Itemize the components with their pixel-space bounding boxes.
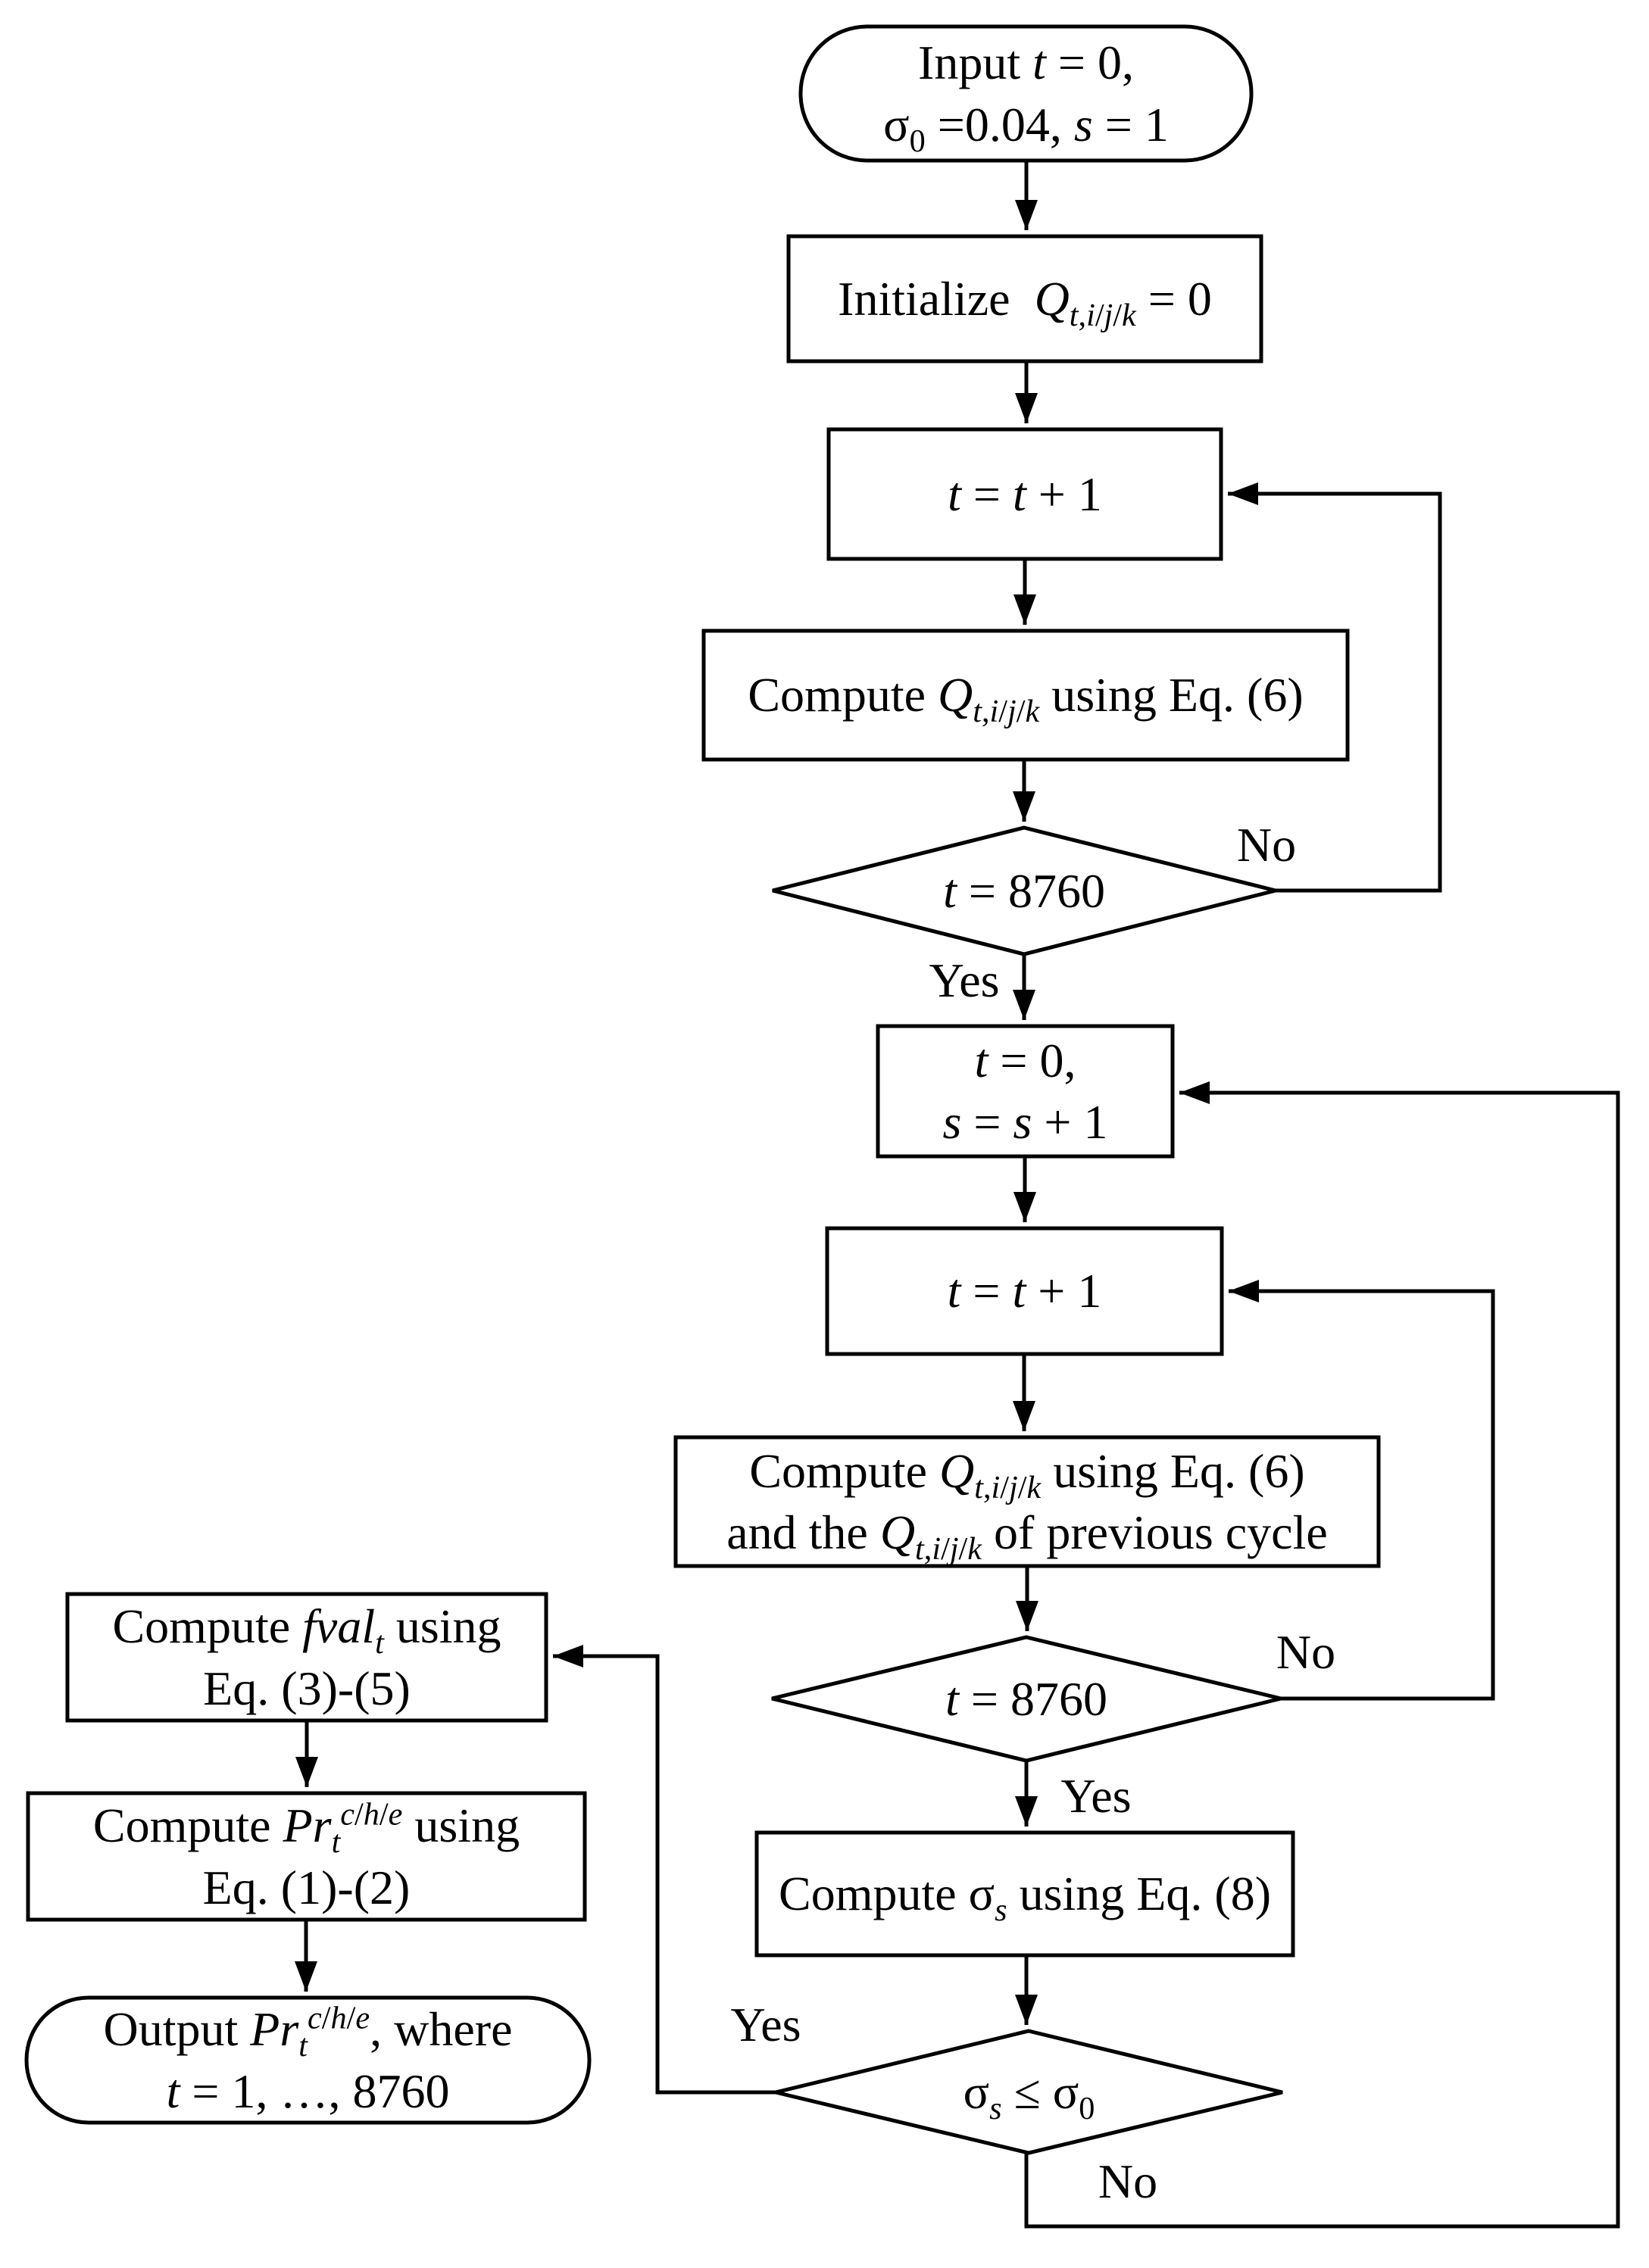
inc-t-1-box: t = t + 1 <box>829 429 1221 559</box>
compute-pr-box: Compute Prtc/h/e using Eq. (1)-(2) <box>28 1793 585 1920</box>
label-yes-check-t-1: Yes <box>929 953 1000 1007</box>
arrow-check-t-1-no-loop <box>1228 482 1442 893</box>
compute-pr-box-shape <box>26 1791 587 1922</box>
label-yes-check-sigma: Yes <box>730 1998 801 2051</box>
inc-t-1-line: t = t + 1 <box>948 466 1102 521</box>
compute-q-2-box-shape <box>673 1435 1381 1568</box>
arrow-check-sigma-yes-to-fval <box>553 1645 776 2095</box>
check-sigma-line: σs ≤ σ0 <box>963 2064 1095 2126</box>
compute-q-1-box-shape <box>701 629 1350 762</box>
start-terminator-shape <box>798 24 1254 163</box>
start-line-1: Input t = 0, <box>918 36 1134 90</box>
reset-t-box-shape <box>876 1024 1175 1159</box>
compute-pr-line-2: Eq. (1)-(2) <box>202 1860 411 1914</box>
compute-fval-box-shape <box>65 1592 548 1723</box>
inc-t-2-line: t = t + 1 <box>947 1264 1102 1318</box>
compute-pr-line-1: Compute Prtc/h/e using <box>92 1796 520 1861</box>
start-line-2: σ0 =0.04, s = 1 <box>883 97 1169 159</box>
reset-t-line-1: t = 0, <box>974 1033 1076 1087</box>
start-terminator: Input t = 0, σ0 =0.04, s = 1 <box>801 27 1251 161</box>
check-t-1-diamond: t = 8760 <box>773 828 1276 954</box>
compute-q-2-line-2: and the Qt,i/j/k of previous cycle <box>726 1505 1328 1567</box>
label-no-check-t-1: No <box>1236 818 1297 872</box>
label-no-check-sigma: No <box>1098 2154 1158 2208</box>
compute-sigma-line: Compute σs using Eq. (8) <box>779 1867 1271 1929</box>
inc-t-2-box: t = t + 1 <box>827 1228 1222 1354</box>
reset-t-line-2: s = s + 1 <box>942 1095 1108 1149</box>
arrow-check-t-2-no-loop <box>1229 1280 1495 1701</box>
compute-q-1-line: Compute Qt,i/j/k using Eq. (6) <box>748 668 1304 730</box>
check-t-1-line: t = 8760 <box>943 863 1105 918</box>
compute-fval-line-1: Compute fvalt using <box>112 1599 501 1661</box>
compute-fval-line-2: Eq. (3)-(5) <box>203 1661 411 1715</box>
arrow-check-sigma-no-loop <box>1024 1081 1620 2229</box>
check-t-1-diamond-shape <box>772 825 1276 956</box>
init-q-box: Initialize Qt,i/j/k = 0 <box>789 236 1261 361</box>
check-t-2-diamond-shape <box>771 1635 1282 1763</box>
init-q-line: Initialize Qt,i/j/k = 0 <box>838 271 1212 333</box>
output-terminator-shape <box>24 1995 592 2125</box>
init-q-box-shape <box>786 234 1263 363</box>
inc-t-2-box-shape <box>825 1226 1224 1356</box>
compute-fval-box: Compute fvalt using Eq. (3)-(5) <box>67 1594 546 1720</box>
output-line-1: Output Prtc/h/e, where <box>103 2000 513 2064</box>
check-t-2-line: t = 8760 <box>945 1671 1107 1726</box>
compute-sigma-box-shape <box>754 1830 1295 1958</box>
compute-q-2-box: Compute Qt,i/j/k using Eq. (6) and the Q… <box>676 1437 1379 1566</box>
output-terminator: Output Prtc/h/e, where t = 1, …, 8760 <box>27 1998 589 2123</box>
compute-q-2-line-1: Compute Qt,i/j/k using Eq. (6) <box>749 1443 1305 1505</box>
label-yes-check-t-2: Yes <box>1060 1769 1132 1823</box>
compute-q-1-box: Compute Qt,i/j/k using Eq. (6) <box>704 631 1348 760</box>
check-sigma-diamond: σs ≤ σ0 <box>776 2031 1282 2153</box>
label-no-check-t-2: No <box>1276 1625 1336 1679</box>
output-line-2: t = 1, …, 8760 <box>166 2064 450 2118</box>
check-t-2-diamond: t = 8760 <box>772 1637 1281 1761</box>
check-sigma-diamond-shape <box>775 2029 1283 2155</box>
inc-t-1-box-shape <box>826 427 1223 561</box>
compute-sigma-box: Compute σs using Eq. (8) <box>757 1833 1293 1955</box>
reset-t-box: t = 0, s = s + 1 <box>878 1026 1173 1156</box>
